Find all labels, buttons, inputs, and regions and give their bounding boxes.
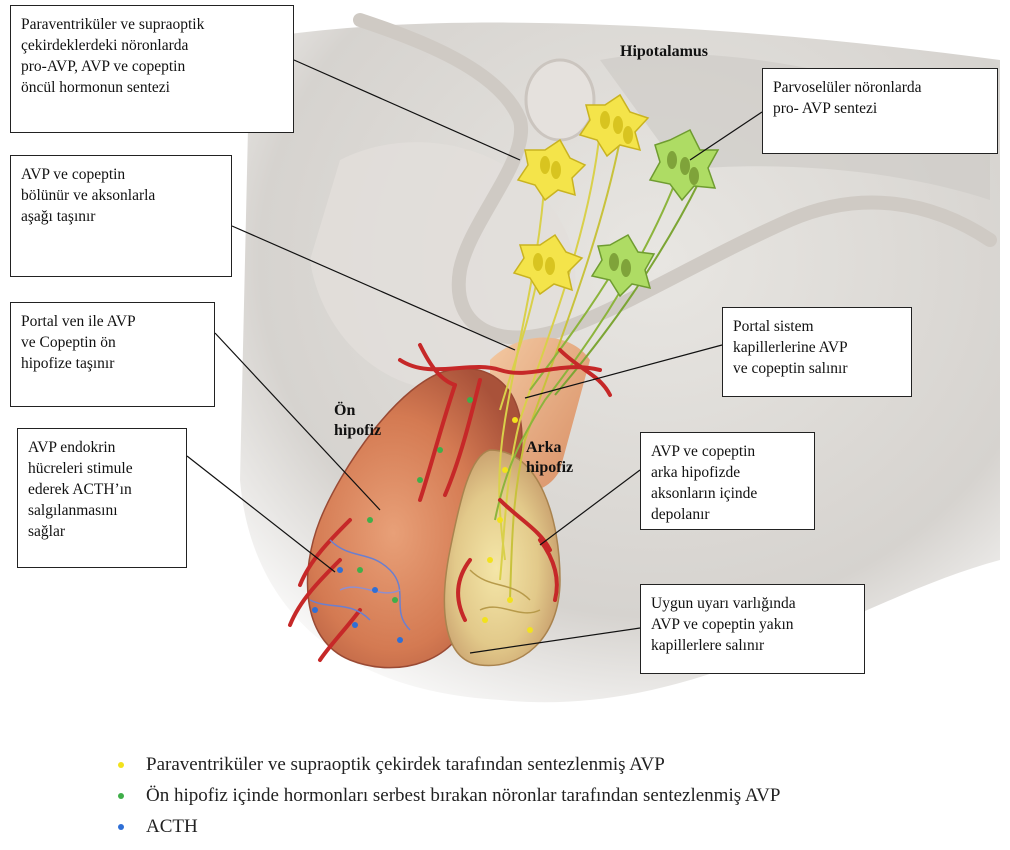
callout-portal-capillaries: Portal sistem kapillerlerine AVP ve cope… [722, 307, 912, 397]
callout-acth-stimulation: AVP endokrin hücreleri stimule ederek AC… [17, 428, 187, 568]
callout-capillary-release: Uygun uyarı varlığında AVP ve copeptin y… [640, 584, 865, 674]
callout-portal-vein: Portal ven ile AVP ve Copeptin ön hipofi… [10, 302, 215, 407]
legend-dot-yellow [118, 762, 124, 768]
callout-posterior-storage: AVP ve copeptin arka hipofizde aksonları… [640, 432, 815, 530]
legend-label: Ön hipofiz içinde hormonları serbest bır… [146, 785, 780, 807]
legend-label: Paraventriküler ve supraoptik çekirdek t… [146, 754, 665, 776]
callout-neuron-synthesis: Paraventriküler ve supraoptik çekirdekle… [10, 5, 294, 133]
legend-dot-blue [118, 824, 124, 830]
callout-axonal-transport: AVP ve copeptin bölünür ve aksonlarla aş… [10, 155, 232, 277]
callout-parvocellular-synthesis: Parvoselüler nöronlarda pro- AVP sentezi [762, 68, 998, 154]
legend-label: ACTH [146, 816, 198, 838]
hypothalamus-label: Hipotalamus [620, 42, 708, 62]
legend-dot-green [118, 793, 124, 799]
posterior-pituitary-label: Arka hipofiz [526, 438, 573, 478]
anterior-pituitary-label: Ön hipofiz [334, 401, 381, 441]
